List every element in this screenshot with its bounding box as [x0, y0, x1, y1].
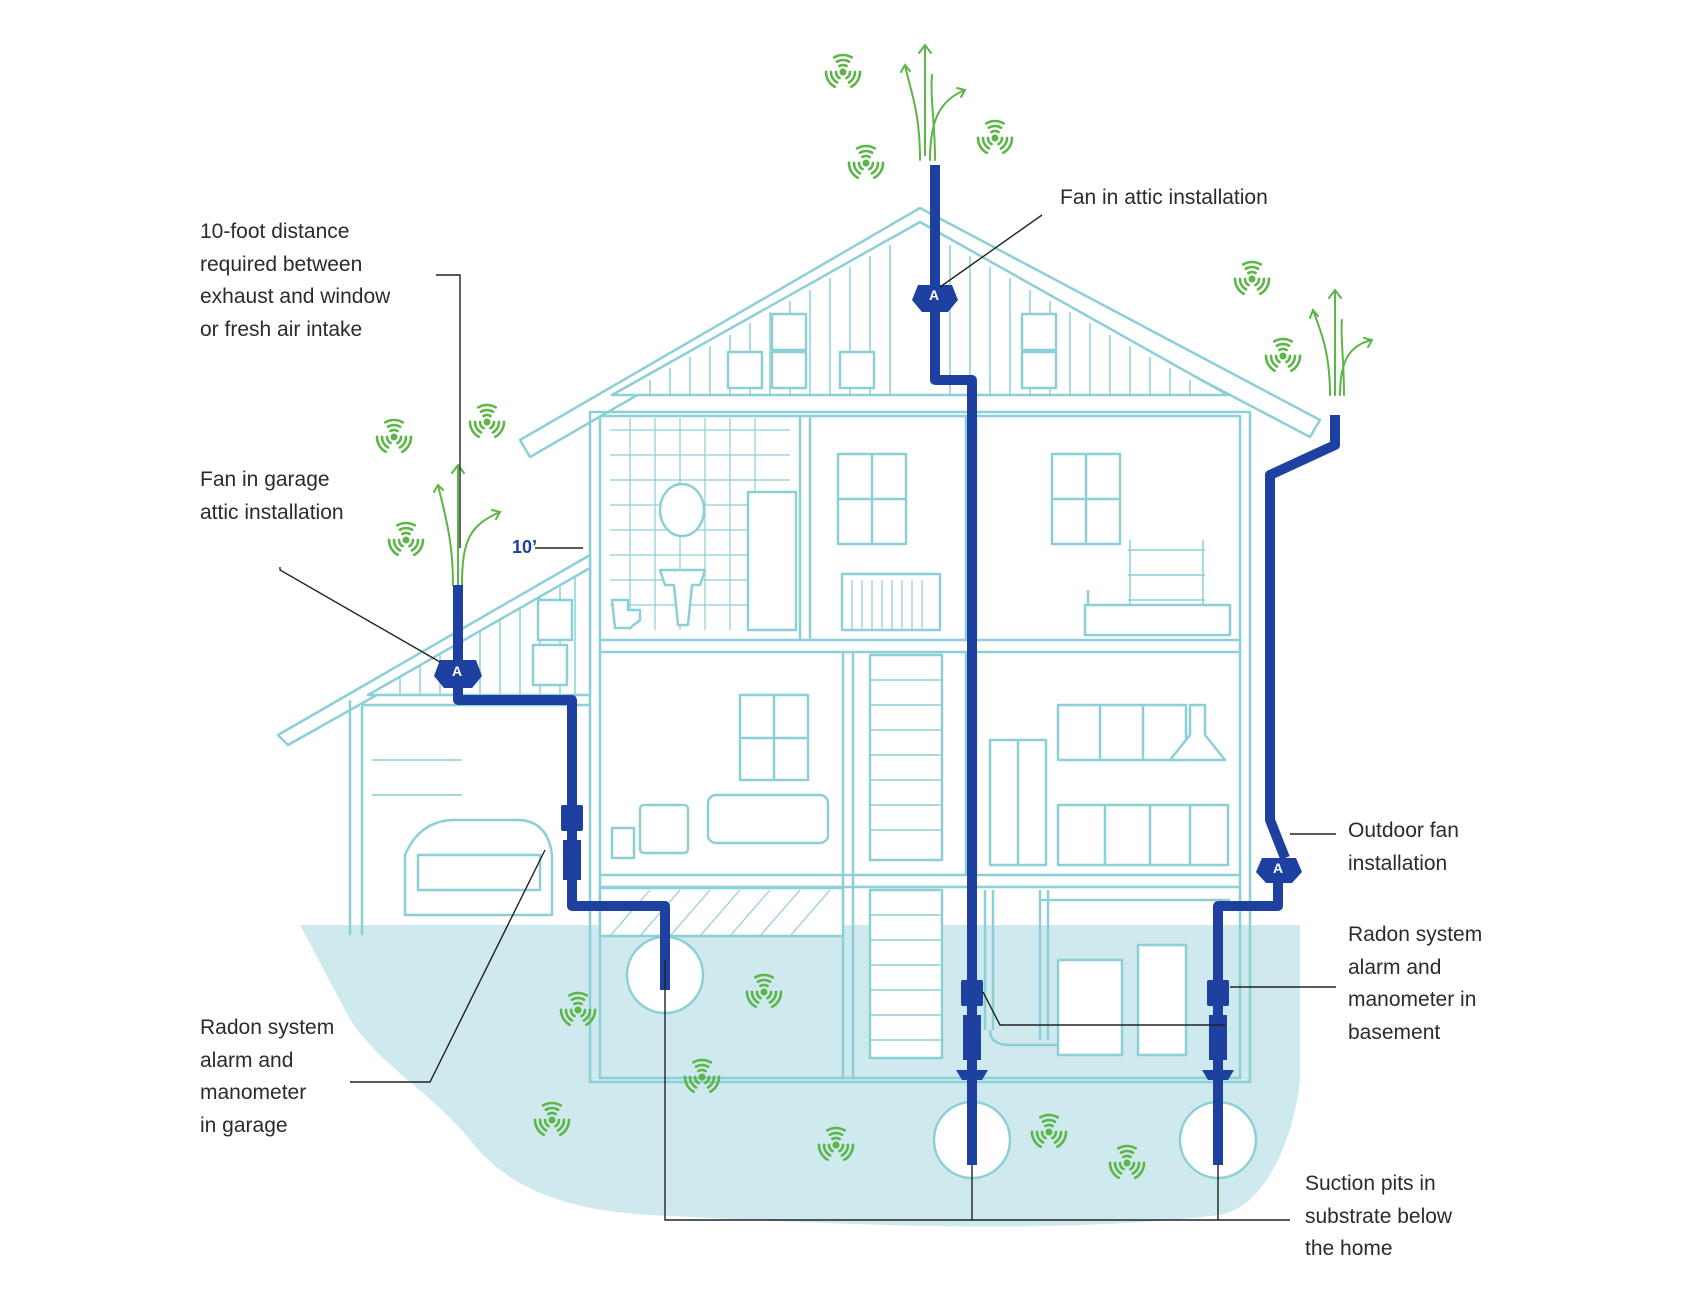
lower-staircase [868, 888, 944, 1060]
callout-garage-alarm: Radon system alarm and manometer in gara… [200, 1016, 335, 1137]
bed [1083, 603, 1232, 637]
radon-icon [559, 991, 597, 1027]
fan-logo-garage: A [452, 663, 463, 679]
callout-attic-fan: Fan in attic installation [1060, 186, 1268, 209]
stair-railing [840, 572, 942, 632]
radon-icon [817, 1126, 855, 1162]
radon-icon [824, 53, 862, 89]
leader-lines [279, 214, 1336, 1221]
fan-logo-attic: A [929, 287, 940, 303]
radon-icon [683, 1058, 721, 1094]
airflow-arrows [433, 43, 1374, 586]
manometer-center [961, 980, 983, 1006]
bookshelf [1128, 540, 1205, 605]
garage-attic-box-2 [531, 643, 569, 687]
manometer-right [1207, 980, 1229, 1006]
fan-attic [912, 285, 958, 312]
house-inner-wall [598, 414, 1242, 1080]
house-outer-wall [588, 410, 1252, 1084]
manometer-garage [561, 805, 583, 831]
radon-icon [1264, 337, 1302, 373]
distance-marker: 10’ [512, 537, 538, 557]
manometers [561, 805, 1234, 1080]
ground-soil [300, 925, 1300, 1227]
pipe-attic [930, 165, 977, 1165]
callout-basement-alarm: Radon system alarm and manometer in base… [1348, 923, 1483, 1044]
fan-outdoor [1256, 858, 1302, 883]
bathroom-mirror [658, 482, 706, 538]
bathroom-sink [658, 568, 707, 627]
upper-cabinets [1056, 703, 1188, 762]
radon-icon [533, 1101, 571, 1137]
radon-icon [468, 403, 506, 439]
pipe-outdoor [1265, 415, 1340, 860]
main-roof [518, 206, 1322, 459]
radon-icon [387, 521, 425, 557]
garage-attic-box [536, 598, 574, 642]
callout-ten-foot: 10-foot distance required between exhaus… [200, 220, 391, 341]
sofa [706, 793, 830, 845]
garage-shelves [372, 759, 462, 796]
radon-icon [745, 973, 783, 1009]
fans [434, 285, 1302, 883]
upper-staircase [868, 653, 944, 862]
attic-boxes [726, 312, 1058, 390]
radon-icon [375, 418, 413, 454]
radon-icon [1233, 260, 1271, 296]
fan-logo-outdoor: A [1273, 860, 1284, 876]
range-hood [1168, 703, 1227, 762]
radon-icon [1030, 1113, 1068, 1149]
callout-outdoor-fan: Outdoor fan installation [1348, 819, 1459, 875]
shower-door [746, 490, 798, 632]
fan-garage [434, 660, 482, 688]
callout-garage-fan: Fan in garage attic installation [200, 468, 344, 524]
radiator [638, 803, 690, 855]
toilet [610, 598, 642, 630]
side-table [610, 826, 636, 860]
house-structure [276, 206, 1322, 1084]
radon-icon [847, 144, 885, 180]
radon-icon [1108, 1144, 1146, 1180]
furnace [1056, 958, 1124, 1057]
duct [988, 1029, 1058, 1047]
radon-icon [976, 119, 1014, 155]
water-heater [1136, 943, 1188, 1057]
callout-suction-pits: Suction pits in substrate below the home [1305, 1172, 1453, 1260]
lower-cabinets [1056, 803, 1230, 867]
